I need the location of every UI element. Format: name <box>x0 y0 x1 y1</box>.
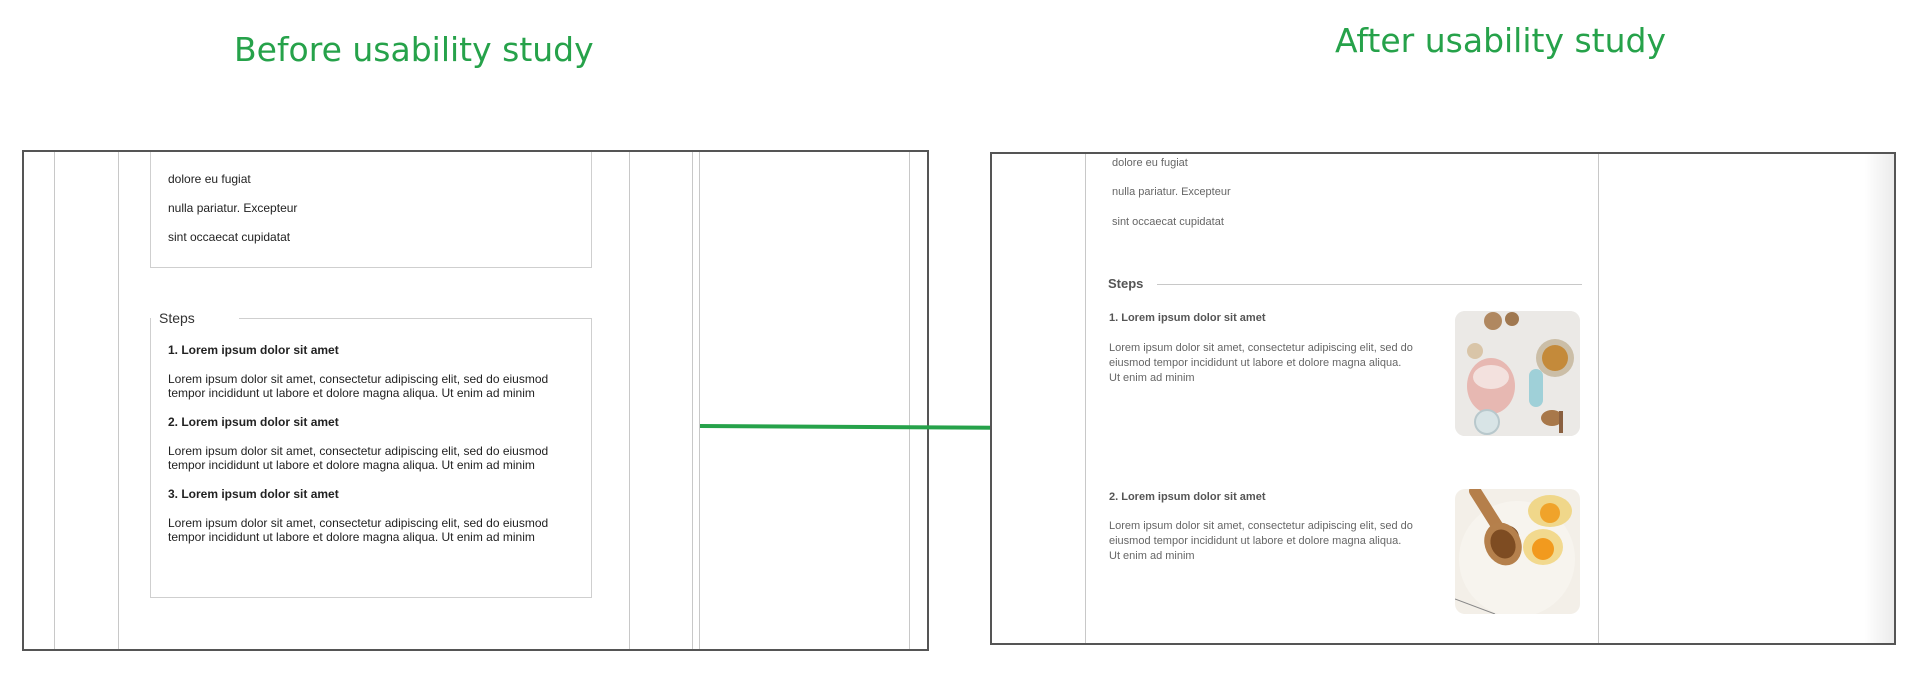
steps-title: Steps <box>155 310 199 326</box>
step-title: 1. Lorem ipsum dolor sit amet <box>168 343 339 357</box>
steps-box-top-border <box>239 318 592 319</box>
guide-line <box>54 152 55 649</box>
step-text: Lorem ipsum dolor sit amet, consectetur … <box>1109 520 1413 532</box>
step-title: 3. Lorem ipsum dolor sit amet <box>168 487 339 501</box>
step-title: 1. Lorem ipsum dolor sit amet <box>1109 312 1266 324</box>
steps-box <box>150 318 592 598</box>
ingredient-item: dolore eu fugiat <box>1112 157 1188 169</box>
step-text: Lorem ipsum dolor sit amet, consectetur … <box>1109 342 1413 354</box>
before-heading: Before usability study <box>234 30 594 69</box>
after-heading: After usability study <box>1335 21 1666 60</box>
steps-title: Steps <box>1108 276 1144 291</box>
step-text: eiusmod tempor incididunt ut labore et d… <box>1109 357 1402 369</box>
step-text: tempor incididunt ut labore et dolore ma… <box>168 530 535 544</box>
step-text: Lorem ipsum dolor sit amet, consectetur … <box>168 516 549 530</box>
before-wireframe: dolore eu fugiat nulla pariatur. Excepte… <box>22 150 929 651</box>
scroll-shadow <box>1864 154 1894 643</box>
ingredient-item: nulla pariatur. Excepteur <box>1112 186 1231 198</box>
step-text: tempor incididunt ut labore et dolore ma… <box>168 458 535 472</box>
step-photo-baking-ingredients <box>1455 311 1580 436</box>
step-title: 2. Lorem ipsum dolor sit amet <box>168 415 339 429</box>
step-text: Lorem ipsum dolor sit amet, consectetur … <box>168 444 549 458</box>
guide-line <box>909 152 910 649</box>
step-text: eiusmod tempor incididunt ut labore et d… <box>1109 535 1402 547</box>
ingredient-item: sint occaecat cupidatat <box>1112 216 1224 228</box>
ingredient-item: sint occaecat cupidatat <box>168 230 291 244</box>
step-text: Lorem ipsum dolor sit amet, consectetur … <box>168 372 549 386</box>
after-mockup: dolore eu fugiat nulla pariatur. Excepte… <box>990 152 1896 645</box>
step-text: Ut enim ad minim <box>1109 372 1195 384</box>
step-photo-eggs-flour <box>1455 489 1580 614</box>
steps-divider <box>1157 284 1582 285</box>
ingredient-item: nulla pariatur. Excepteur <box>168 201 298 215</box>
step-text: Ut enim ad minim <box>1109 550 1195 562</box>
guide-line <box>1085 154 1086 643</box>
guide-line <box>1598 154 1599 643</box>
ingredient-item: dolore eu fugiat <box>168 172 251 186</box>
guide-line <box>692 152 693 649</box>
step-title: 2. Lorem ipsum dolor sit amet <box>1109 491 1266 503</box>
guide-line <box>699 152 700 649</box>
guide-line <box>629 152 630 649</box>
step-text: tempor incididunt ut labore et dolore ma… <box>168 386 535 400</box>
guide-line <box>118 152 119 649</box>
ingredients-box <box>150 152 592 268</box>
